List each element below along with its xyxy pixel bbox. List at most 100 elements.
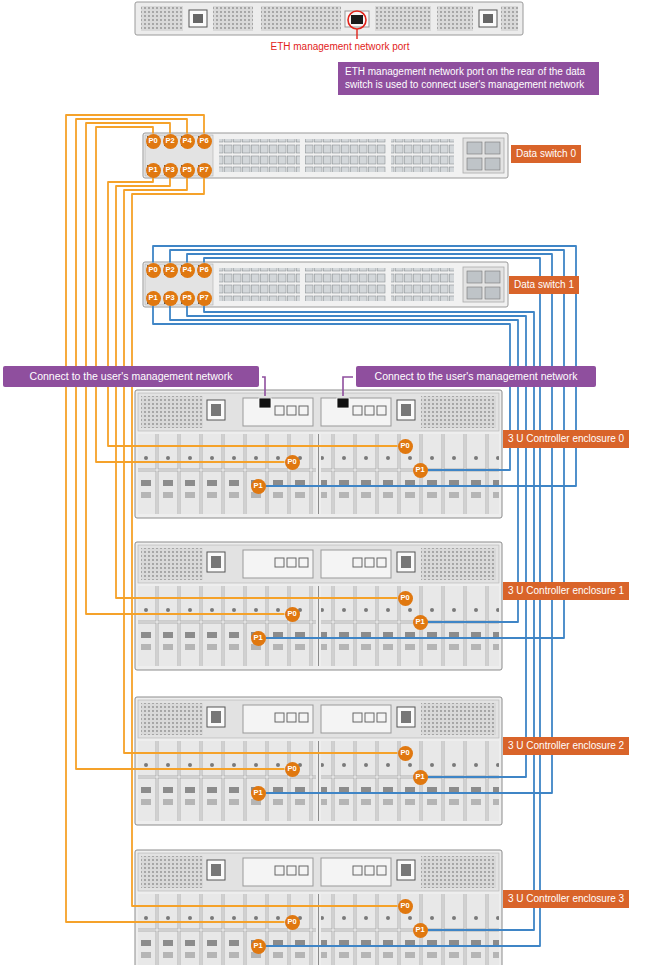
node-text: 3 U Controller enclosure 1 xyxy=(508,585,624,597)
node-text: 3 U Controller enclosure 0 xyxy=(508,433,624,445)
node-text: P0 xyxy=(287,765,296,773)
device-tag: Data switch 1 xyxy=(509,276,579,294)
management-port xyxy=(337,398,349,408)
port-badge: P7 xyxy=(197,291,212,306)
controller-enclosure xyxy=(135,390,502,518)
node-text: P1 xyxy=(148,294,157,302)
node-text: P5 xyxy=(182,166,191,174)
port-badge: P5 xyxy=(180,163,195,178)
node-text: ETH management network port on the rear … xyxy=(345,66,592,91)
node-text: P7 xyxy=(199,166,208,174)
cable-connector xyxy=(187,254,552,793)
highlight-circle xyxy=(348,11,366,29)
port-badge: P6 xyxy=(197,263,212,278)
node-text: Connect to the user's management network xyxy=(9,370,253,383)
leader-line xyxy=(262,377,265,396)
node-text: P0 xyxy=(400,442,409,450)
leader-line xyxy=(343,377,353,396)
node-text: P0 xyxy=(400,749,409,757)
node-text: P5 xyxy=(182,294,191,302)
node-text: P0 xyxy=(400,594,409,602)
node-text: 3 U Controller enclosure 3 xyxy=(508,893,624,905)
callout-box: ETH management network port on the rear … xyxy=(338,62,599,95)
port-badge: P5 xyxy=(180,291,195,306)
port-badge: P4 xyxy=(180,263,195,278)
port-badge: P1 xyxy=(251,631,266,646)
port-badge: P1 xyxy=(413,770,428,785)
node-text: P0 xyxy=(287,610,296,618)
node-text: P6 xyxy=(199,266,208,274)
management-note: Connect to the user's management network xyxy=(356,366,596,387)
node-text: 3 U Controller enclosure 2 xyxy=(508,740,624,752)
node-text: P0 xyxy=(287,458,296,466)
port-badge: P0 xyxy=(285,762,300,777)
data-switch xyxy=(143,262,508,307)
device-tag: 3 U Controller enclosure 1 xyxy=(503,582,629,600)
node-text: P4 xyxy=(182,266,191,274)
port-badge: P0 xyxy=(398,746,413,761)
device-tag: 3 U Controller enclosure 0 xyxy=(503,430,629,448)
port-badge: P3 xyxy=(163,291,178,306)
device-tag: 3 U Controller enclosure 3 xyxy=(503,890,629,908)
port-badge: P1 xyxy=(251,939,266,954)
data-switch xyxy=(143,133,508,178)
node-text: P1 xyxy=(415,926,424,934)
port-badge: P1 xyxy=(413,615,428,630)
node-text: P1 xyxy=(253,634,262,642)
cable-connector xyxy=(204,306,534,931)
port-badge: P1 xyxy=(251,786,266,801)
port-badge: P2 xyxy=(163,134,178,149)
cable-connector xyxy=(76,119,285,769)
node-text: P1 xyxy=(415,466,424,474)
cable-connector xyxy=(132,178,398,907)
node-text: P4 xyxy=(182,137,191,145)
port-callout-label: ETH management network port xyxy=(271,41,410,53)
node-text: Data switch 1 xyxy=(514,279,574,291)
port-badge: P1 xyxy=(146,163,161,178)
switch-rear-panel xyxy=(135,2,523,35)
cable-connector xyxy=(66,115,285,922)
management-note: Connect to the user's management network xyxy=(3,366,259,387)
controller-enclosure xyxy=(135,850,502,965)
port-badge: P3 xyxy=(163,163,178,178)
port-badge: P0 xyxy=(285,607,300,622)
cable-connector xyxy=(153,306,510,471)
port-badge: P1 xyxy=(413,463,428,478)
cable-connector xyxy=(204,258,540,946)
port-badge: P0 xyxy=(285,455,300,470)
node-text: P7 xyxy=(199,294,208,302)
node-text: P3 xyxy=(165,294,174,302)
node-text: P1 xyxy=(253,942,262,950)
node-text: P1 xyxy=(253,789,262,797)
port-badge: P2 xyxy=(163,263,178,278)
device-tag: Data switch 0 xyxy=(511,145,581,163)
cable-connector xyxy=(170,306,518,623)
port-badge: P0 xyxy=(398,439,413,454)
port-badge: P6 xyxy=(197,134,212,149)
node-text: P0 xyxy=(148,137,157,145)
port-badge: P0 xyxy=(398,899,413,914)
node-text: P1 xyxy=(415,773,424,781)
node-text: P0 xyxy=(400,902,409,910)
device-tag: 3 U Controller enclosure 2 xyxy=(503,737,629,755)
node-text: P1 xyxy=(148,166,157,174)
leader-line xyxy=(356,29,357,39)
port-badge: P7 xyxy=(197,163,212,178)
node-text: Connect to the user's management network xyxy=(362,370,590,383)
port-badge: P1 xyxy=(413,923,428,938)
management-port xyxy=(259,398,271,408)
node-text: P1 xyxy=(415,618,424,626)
port-badge: P0 xyxy=(398,591,413,606)
node-text: P6 xyxy=(199,137,208,145)
cable-connector xyxy=(116,178,398,599)
port-badge: P0 xyxy=(285,915,300,930)
controller-enclosure xyxy=(135,542,502,670)
cable-connector xyxy=(124,178,398,754)
node-text: P1 xyxy=(253,482,262,490)
node-text: Data switch 0 xyxy=(516,148,576,160)
port-badge: P4 xyxy=(180,134,195,149)
node-text: P2 xyxy=(165,137,174,145)
node-text: P0 xyxy=(287,918,296,926)
port-badge: P1 xyxy=(251,479,266,494)
port-badge: P0 xyxy=(146,263,161,278)
